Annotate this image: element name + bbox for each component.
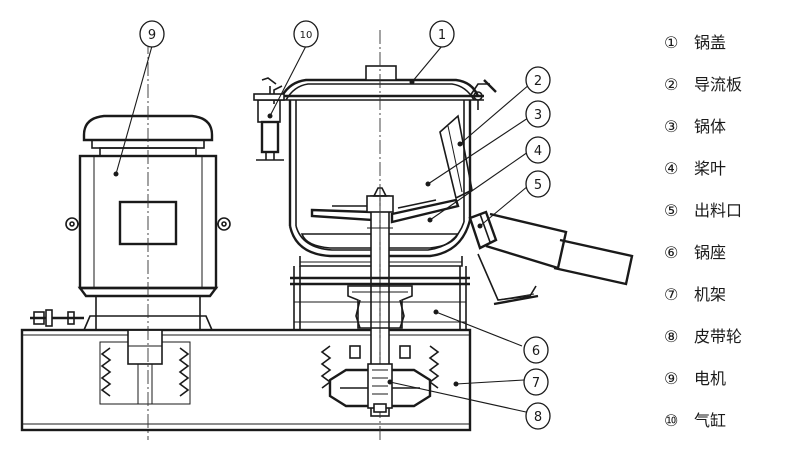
legend-item: ⑦ 机架 (664, 285, 726, 304)
legend-label: 出料口 (694, 201, 742, 220)
legend-marker: ⑥ (664, 243, 678, 262)
legend-marker: ⑨ (664, 369, 678, 388)
legend: ① 锅盖 ② 导流板 ③ 锅体 ④ 桨叶 ⑤ 出料口 ⑥ 锅座 ⑦ 机架 ⑧ 皮 (664, 33, 742, 430)
legend-marker: ⑤ (664, 201, 678, 220)
callout-3: 3 (525, 100, 551, 128)
callout-8: 8 (525, 402, 551, 430)
callout-label: 3 (534, 108, 542, 123)
leader-lines (113, 45, 531, 413)
callout-5: 5 (525, 170, 551, 198)
callout-label: 5 (534, 178, 542, 193)
callout-10: 10 (293, 20, 319, 48)
legend-marker: ① (664, 33, 678, 52)
callout-label: 4 (534, 144, 542, 159)
callout-label: 1 (438, 28, 446, 43)
legend-label: 桨叶 (694, 159, 726, 178)
legend-label: 气缸 (694, 411, 726, 430)
legend-item: ① 锅盖 (664, 33, 726, 52)
callout-4: 4 (525, 136, 551, 164)
legend-label: 机架 (694, 285, 726, 304)
legend-label: 锅体 (694, 117, 726, 136)
callout-9: 9 (139, 20, 165, 48)
legend-item: ⑥ 锅座 (664, 243, 726, 262)
legend-marker: ② (664, 75, 678, 94)
callout-label: 6 (532, 344, 540, 359)
base-frame (20, 328, 472, 432)
callout-label: 8 (534, 410, 542, 425)
legend-label: 锅盖 (694, 33, 726, 52)
legend-marker: ④ (664, 159, 678, 178)
legend-label: 电机 (694, 369, 726, 388)
legend-item: ⑤ 出料口 (664, 201, 742, 220)
callout-label: 7 (532, 376, 540, 391)
legend-marker: ③ (664, 117, 678, 136)
legend-marker: ⑦ (664, 285, 678, 304)
callout-label: 9 (148, 28, 156, 43)
legend-marker: ⑧ (664, 327, 678, 346)
legend-item: ⑩ 气缸 (664, 411, 726, 430)
legend-item: ⑨ 电机 (664, 369, 726, 388)
air-cylinder (253, 86, 285, 161)
legend-label: 锅座 (694, 243, 726, 262)
legend-item: ② 导流板 (664, 75, 742, 94)
tension-bolt (30, 309, 84, 327)
callout-1: 1 (429, 20, 455, 48)
callout-label: 10 (300, 30, 313, 41)
callout-6: 6 (523, 336, 549, 364)
bowl-seat (290, 266, 470, 330)
legend-marker: ⑩ (664, 411, 678, 430)
legend-label: 导流板 (694, 75, 742, 94)
legend-item: ③ 锅体 (664, 117, 726, 136)
legend-label: 皮带轮 (694, 327, 742, 346)
left-spring-mounts (99, 329, 191, 405)
callout-2: 2 (525, 66, 551, 94)
callout-label: 2 (534, 74, 542, 89)
legend-item: ⑧ 皮带轮 (664, 327, 742, 346)
callout-7: 7 (523, 368, 549, 396)
right-spring-mounts (320, 345, 440, 413)
legend-item: ④ 桨叶 (664, 159, 726, 178)
discharge-port (468, 210, 634, 306)
